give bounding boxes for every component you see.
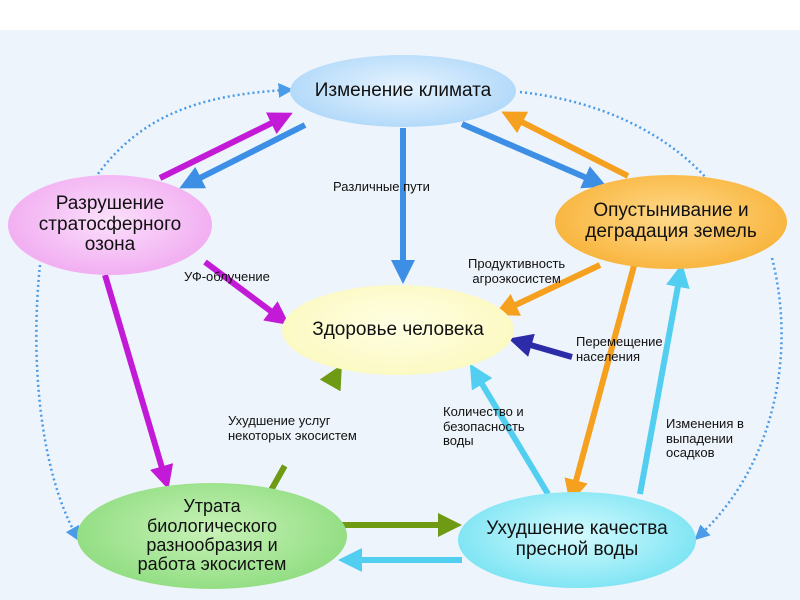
arrow-ozone-to-bio: [102, 274, 174, 490]
arrow-bio-to-health: [267, 364, 342, 494]
arrow-migration-to-health: [508, 333, 573, 360]
node-desertification: Опустынивание и деградация земель: [555, 175, 787, 269]
label-uv-exposure: УФ-облучение: [184, 269, 270, 284]
arrow-climate-to-desert: [460, 121, 608, 189]
dotted-arrow-desert-to-water: [694, 257, 783, 541]
label-population-migration: Перемещение населения: [576, 334, 663, 364]
node-freshwater-degradation: Ухудшение качества пресной воды: [458, 492, 696, 588]
label-various-paths: Различные пути: [333, 179, 430, 194]
node-ozone-depletion: Разрушение стратосферного озона: [8, 175, 212, 275]
arrow-desert-to-climate: [501, 111, 630, 179]
arrow-ozone-to-health: [203, 259, 290, 326]
label-water-quantity-safety: Количество и безопасность воды: [443, 404, 525, 449]
arrow-desert-to-health: [494, 262, 602, 316]
node-biodiversity-loss: Утрата биологического разнообразия и раб…: [77, 483, 347, 589]
node-human-health: Здоровье человека: [282, 285, 514, 375]
arrow-desert-to-water: [564, 261, 638, 504]
label-ecosystem-services: Ухудшение услуг некоторых экосистем: [228, 413, 357, 443]
dotted-arrow-ozone-to-bio: [35, 264, 80, 542]
label-agro-productivity: Продуктивность агроэкосистем: [468, 256, 566, 286]
node-climate-change: Изменение климата: [290, 55, 516, 127]
arrow-water-to-desert: [637, 263, 690, 495]
label-precipitation-change: Изменения в выпадении осадков: [666, 416, 744, 461]
arrow-water-to-health: [469, 363, 551, 496]
arrow-climate-to-ozone: [179, 122, 307, 189]
